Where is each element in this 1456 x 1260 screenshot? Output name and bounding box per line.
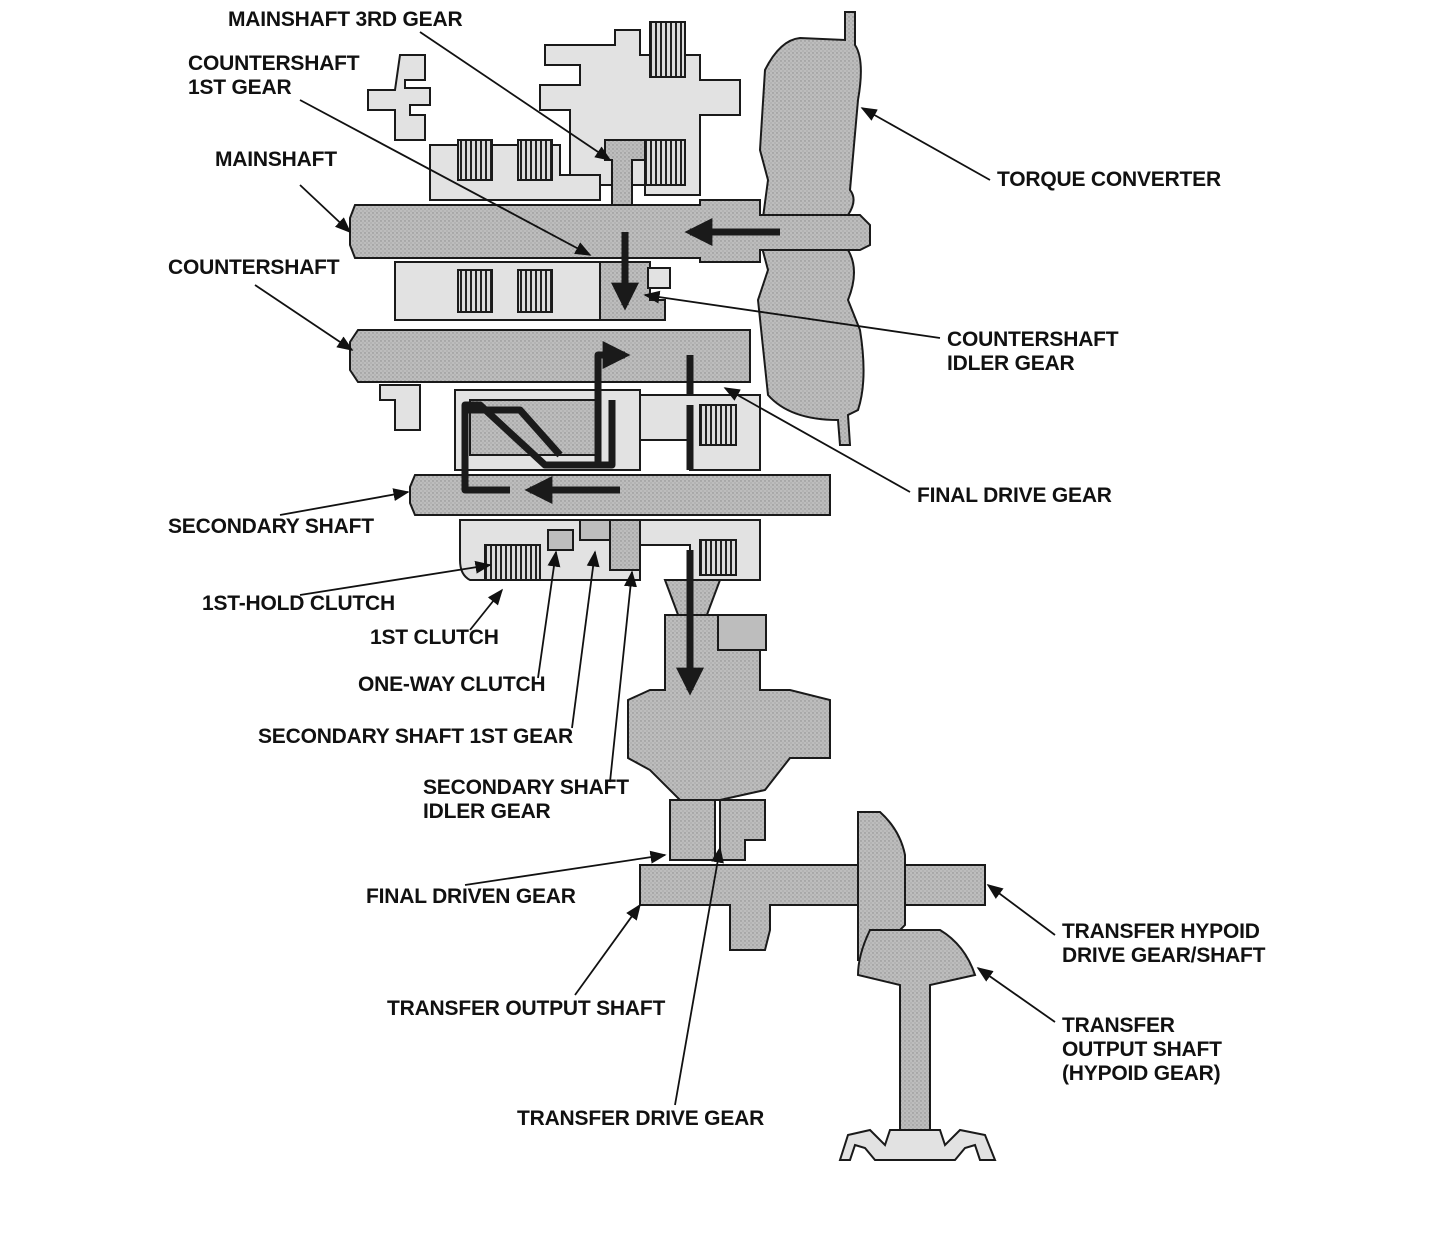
label-line: FINAL DRIVE GEAR — [917, 484, 1112, 507]
output-flange — [838, 1128, 997, 1161]
leader-secondary-shaft-1st-gear — [571, 550, 600, 729]
label-line: TRANSFER — [1062, 1014, 1175, 1037]
label-line: MAINSHAFT 3RD GEAR — [228, 8, 463, 31]
transfer-drive-gear — [719, 799, 766, 861]
label-first-clutch: 1ST CLUTCH — [370, 626, 499, 650]
leader-torque-converter — [860, 107, 991, 181]
leader-secondary-shaft-idler-gear — [609, 570, 637, 783]
leader-mainshaft — [299, 184, 352, 234]
label-line: COUNTERSHAFT — [168, 256, 340, 279]
label-line: SECONDARY SHAFT 1ST GEAR — [258, 725, 573, 748]
label-first-hold-clutch: 1ST-HOLD CLUTCH — [202, 592, 395, 616]
label-line: ONE-WAY CLUTCH — [358, 673, 546, 696]
secondary-shaft — [409, 474, 831, 516]
label-line: OUTPUT SHAFT — [1062, 1038, 1222, 1061]
leader-final-driven-gear — [464, 850, 667, 886]
label-line: IDLER GEAR — [423, 800, 551, 823]
label-final-drive-gear: FINAL DRIVE GEAR — [917, 484, 1112, 508]
leader-countershaft-1st-gear — [299, 99, 592, 256]
label-line: DRIVE GEAR/SHAFT — [1062, 944, 1266, 967]
leader-first-clutch — [469, 588, 504, 631]
label-one-way-clutch: ONE-WAY CLUTCH — [358, 673, 546, 697]
label-line: SECONDARY SHAFT — [168, 515, 374, 538]
secondary-shaft-1st-gear — [609, 519, 641, 571]
label-mainshaft: MAINSHAFT — [215, 148, 337, 172]
label-line: MAINSHAFT — [215, 148, 337, 171]
leader-transfer-output-shaft — [574, 903, 641, 996]
label-line: TRANSFER DRIVE GEAR — [517, 1107, 765, 1130]
leader-countershaft — [254, 284, 354, 351]
leader-transfer-output-shaft-hypoid-gear — [976, 967, 1056, 1023]
label-secondary-shaft: SECONDARY SHAFT — [168, 515, 374, 539]
label-line: 1ST GEAR — [188, 76, 292, 99]
label-line: FINAL DRIVEN GEAR — [366, 885, 576, 908]
label-line: TRANSFER HYPOID — [1062, 920, 1260, 943]
label-final-driven-gear: FINAL DRIVEN GEAR — [366, 885, 576, 909]
label-mainshaft-3rd-gear: MAINSHAFT 3RD GEAR — [228, 8, 463, 32]
label-line: TRANSFER OUTPUT SHAFT — [387, 997, 666, 1020]
label-line: SECONDARY SHAFT — [423, 776, 629, 799]
countershaft-1st-gear-stub — [367, 54, 431, 141]
label-torque-converter: TORQUE CONVERTER — [997, 168, 1221, 192]
label-line: (HYPOID GEAR) — [1062, 1062, 1221, 1085]
leader-one-way-clutch — [537, 550, 561, 679]
label-line: COUNTERSHAFT — [947, 328, 1119, 351]
label-line: IDLER GEAR — [947, 352, 1075, 375]
leader-secondary-shaft — [279, 488, 410, 516]
leader-mainshaft-3rd-gear — [419, 31, 612, 161]
leader-countershaft-idler-gear — [643, 290, 941, 339]
label-line: 1ST-HOLD CLUTCH — [202, 592, 395, 615]
final-driven-gear — [669, 799, 716, 861]
label-transfer-drive-gear: TRANSFER DRIVE GEAR — [517, 1107, 764, 1131]
leader-transfer-hypoid-drive-gear — [986, 884, 1056, 936]
first-hold-clutch-pack — [484, 544, 541, 581]
upper-clutch-housing — [539, 29, 741, 196]
leader-transfer-drive-gear — [674, 846, 724, 1106]
label-line: COUNTERSHAFT — [188, 52, 360, 75]
label-transfer-output-shaft: TRANSFER OUTPUT SHAFT — [387, 997, 665, 1021]
label-countershaft: COUNTERSHAFT — [168, 256, 340, 280]
label-line: 1ST CLUTCH — [370, 626, 499, 649]
leader-final-drive-gear — [723, 387, 911, 493]
label-line: TORQUE CONVERTER — [997, 168, 1221, 191]
one-way-clutch — [579, 519, 611, 541]
label-secondary-shaft-1st-gear: SECONDARY SHAFT 1ST GEAR — [258, 725, 573, 749]
leader-first-hold-clutch — [299, 560, 492, 596]
first-clutch-drum — [547, 529, 574, 551]
mainshaft — [349, 199, 871, 263]
transfer-output-shaft-hypoid-gear — [856, 929, 977, 1131]
